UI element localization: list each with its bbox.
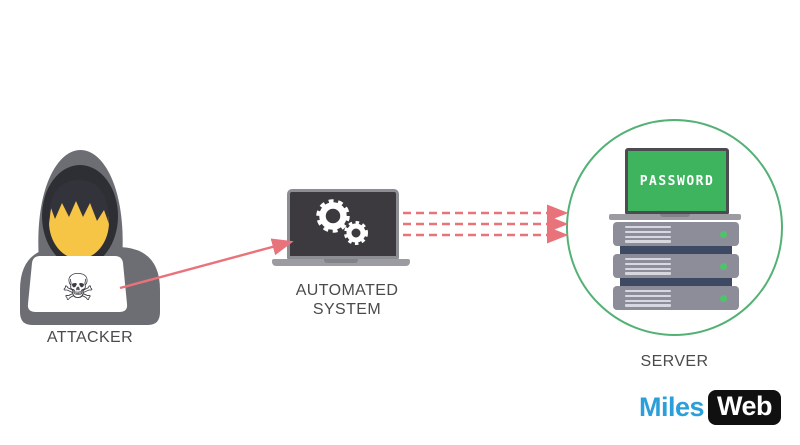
password-screen: PASSWORD	[625, 148, 729, 214]
password-monitor-base	[609, 214, 741, 220]
password-screen-text: PASSWORD	[639, 173, 715, 189]
attacker-hair	[48, 180, 109, 224]
vent-lines	[625, 226, 671, 245]
automated-system-label: AUTOMATED SYSTEM	[277, 281, 417, 319]
attacker-label: ATTACKER	[46, 329, 134, 346]
brand-logo-box: Web	[708, 390, 782, 425]
brand-logo-primary: Miles	[639, 392, 705, 422]
vent-lines	[625, 290, 671, 309]
gear-icon-small	[344, 221, 368, 245]
rack-connector	[620, 276, 732, 286]
gear-icon-large	[316, 199, 350, 233]
server-rack-unit	[613, 254, 739, 278]
brand-logo: Miles Web	[639, 390, 782, 425]
attacker-figure: ☠	[20, 150, 160, 325]
laptop-base-notch	[324, 259, 358, 263]
status-led	[720, 230, 727, 238]
automated-system-label-line2: SYSTEM	[312, 301, 382, 318]
status-led	[720, 294, 727, 302]
status-led	[720, 262, 727, 270]
monitor-base-notch	[660, 214, 690, 217]
skull-crossbones-icon: ☠	[61, 266, 94, 309]
automated-system-laptop-base	[272, 259, 410, 266]
attacker-laptop	[27, 256, 128, 312]
server-rack-unit	[613, 222, 739, 246]
automated-system-label-line1: AUTOMATED	[295, 282, 399, 299]
server-label: SERVER	[640, 353, 709, 370]
rack-connector	[620, 244, 732, 254]
server-rack-unit	[613, 286, 739, 310]
gears-graphic	[316, 199, 368, 245]
brand-logo-secondary: Web	[717, 391, 773, 421]
automated-system-laptop-screen	[287, 189, 399, 259]
vent-lines	[625, 258, 671, 277]
